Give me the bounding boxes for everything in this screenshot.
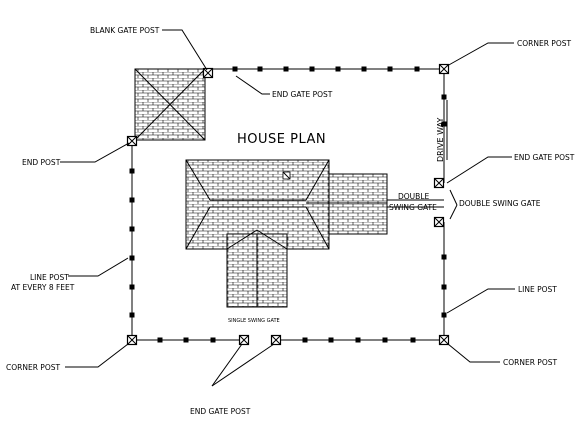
driveway-lines [443, 100, 448, 183]
end-post-left [126, 135, 138, 147]
line-post-left-label-1: LINE POST [30, 273, 69, 282]
blank-gate-post [202, 67, 214, 79]
end-gate-post-bottom-label: END GATE POST [190, 407, 251, 416]
end-gate-post-bottom-right [270, 334, 282, 346]
line-post-right-label: LINE POST [518, 285, 557, 294]
end-gate-post-top-label: END GATE POST [272, 90, 333, 99]
single-swing-gate-label: SINGLE SWING GATE [228, 318, 280, 324]
corner-post-top-right [438, 63, 450, 75]
end-gate-post-right-top [433, 177, 445, 189]
garage-roof [134, 68, 206, 141]
double-swing-gate-outer-label: DOUBLE SWING GATE [459, 199, 541, 208]
end-gate-post-right-bottom [433, 216, 445, 228]
house-roof-wing [306, 173, 444, 235]
drive-way-label: DRIVE WAY [436, 118, 445, 162]
corner-post-bottom-left-label: CORNER POST [6, 363, 60, 372]
house-roof-bottom-wing [226, 229, 288, 308]
corner-post-bottom-left [126, 334, 138, 346]
line-posts [129, 66, 447, 343]
corner-post-top-right-label: CORNER POST [517, 39, 571, 48]
end-post-left-label: END POST [22, 158, 61, 167]
double-swing-gate-inner-label-1: DOUBLE [398, 192, 429, 201]
end-gate-post-right-label: END GATE POST [514, 153, 575, 162]
corner-post-bottom-right-label: CORNER POST [503, 358, 557, 367]
boxed-posts [126, 63, 450, 346]
blank-gate-post-label: BLANK GATE POST [90, 26, 160, 35]
double-swing-gate-inner-label-2: SWING GATE [389, 203, 437, 212]
leader-lines [60, 29, 515, 387]
end-gate-post-bottom-left [238, 334, 250, 346]
line-post-left-label-2: AT EVERY 8 FEET [11, 283, 75, 292]
corner-post-bottom-right [438, 334, 450, 346]
house-plan-title: HOUSE PLAN [237, 132, 326, 147]
